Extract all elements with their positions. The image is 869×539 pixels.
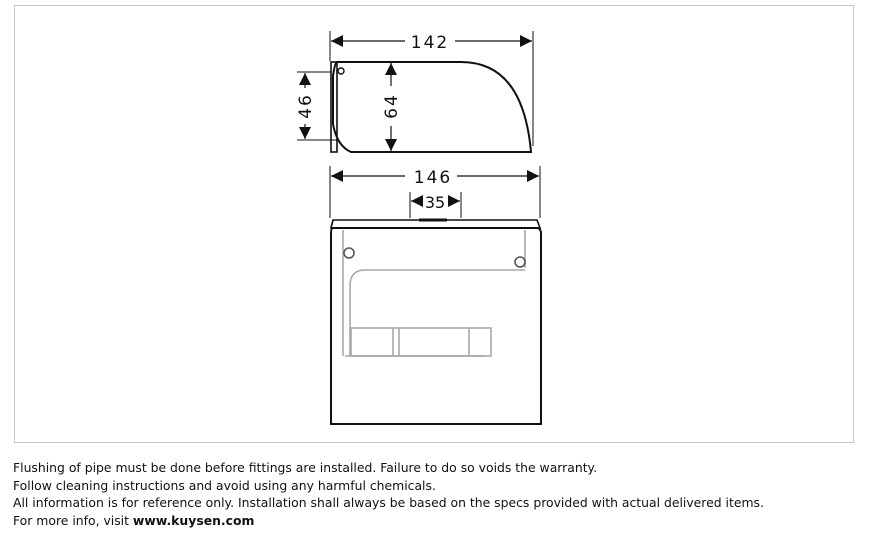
note-more-info-label: For more info, visit [13,512,133,528]
note-flushing: Flushing of pipe must be done before fit… [13,460,598,475]
note-cleaning: Follow cleaning instructions and avoid u… [13,477,436,493]
note-reference: All information is for reference only. I… [13,495,764,510]
technical-drawing: 142 46 64 [296,31,542,425]
front-view-body [330,227,542,425]
dim-center-width: 35 [425,193,445,212]
side-view-cover [332,61,533,153]
drawing-frame: 142 46 64 [14,5,854,443]
front-view-screw-right [514,256,526,268]
front-view-roll-holder [350,327,492,357]
dim-height-inner: 64 [382,93,402,119]
note-more-info: For more info, visit www.kuysen.com [13,512,853,530]
dim-height-left: 46 [296,93,316,119]
dim-width-front: 146 [414,168,452,188]
side-view-screw [337,67,345,75]
notes-block: Flushing of pipe must be done before fit… [13,459,853,529]
side-view [297,31,534,153]
side-view-backplate [330,61,338,153]
front-view [329,166,542,425]
dim-width-top: 142 [411,33,449,53]
website-link[interactable]: www.kuysen.com [132,512,255,528]
front-view-screw-left [343,247,355,259]
